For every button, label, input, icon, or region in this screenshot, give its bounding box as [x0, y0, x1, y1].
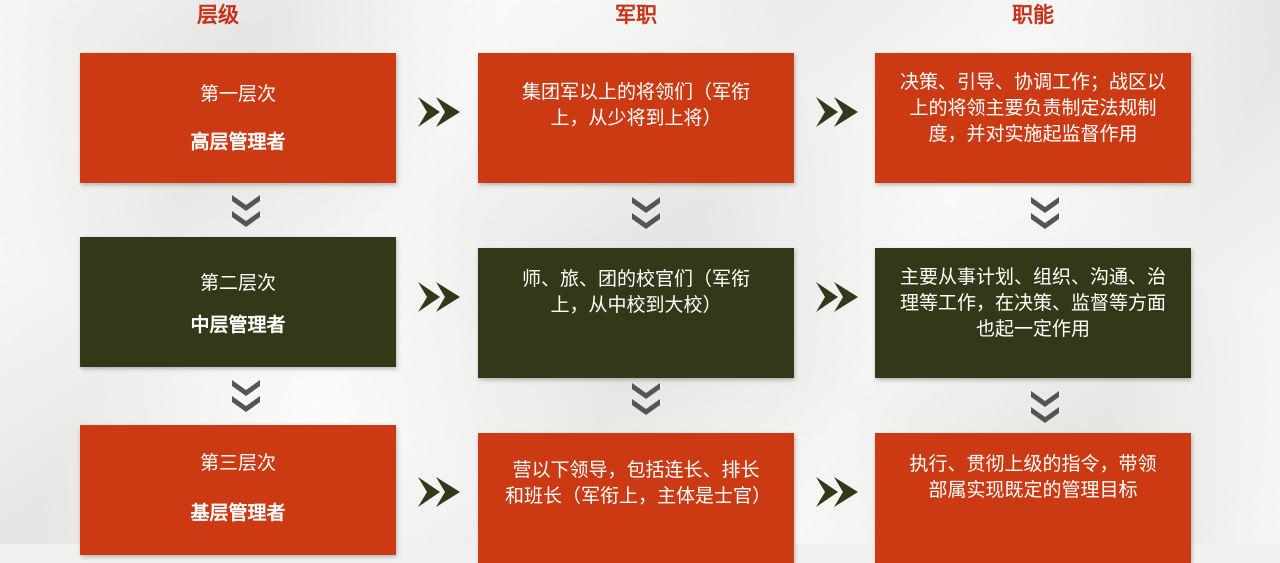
level-number: 第一层次 — [199, 83, 276, 105]
military-box-1: 集团军以上的将领们（军衔上，从少将到上将） — [478, 53, 794, 183]
level-box-3: 第三层次 基层管理者 — [80, 425, 396, 555]
double-chevron-down-icon — [632, 197, 660, 229]
double-chevron-right-icon — [816, 282, 858, 312]
double-chevron-down-icon — [1031, 197, 1059, 229]
military-box-3: 营以下领导，包括连长、排长和班长（军衔上，主体是士官） — [478, 433, 794, 563]
function-box-1: 决策、引导、协调工作；战区以上的将领主要负责制定法规制度，并对实施起监督作用 — [875, 53, 1191, 183]
double-chevron-right-icon — [816, 477, 858, 507]
function-box-2: 主要从事计划、组织、沟通、治理等工作，在决策、监督等方面也起一定作用 — [875, 248, 1191, 378]
double-chevron-right-icon — [418, 97, 460, 127]
function-text: 执行、贯彻上级的指令，带领部属实现既定的管理目标 — [909, 453, 1157, 501]
level-name: 高层管理者 — [190, 131, 286, 153]
double-chevron-down-icon — [1031, 391, 1059, 423]
double-chevron-right-icon — [418, 477, 460, 507]
level-box-2: 第二层次 中层管理者 — [80, 237, 396, 367]
double-chevron-down-icon — [632, 383, 660, 415]
function-text: 主要从事计划、组织、沟通、治理等工作，在决策、监督等方面也起一定作用 — [899, 266, 1166, 340]
header-military: 军职 — [615, 3, 657, 27]
function-box-3: 执行、贯彻上级的指令，带领部属实现既定的管理目标 — [875, 433, 1191, 563]
level-number: 第三层次 — [199, 452, 276, 474]
military-text: 师、旅、团的校官们（军衔上，从中校到大校） — [521, 268, 750, 316]
double-chevron-down-icon — [232, 380, 260, 412]
military-box-2: 师、旅、团的校官们（军衔上，从中校到大校） — [478, 248, 794, 378]
military-text: 集团军以上的将领们（军衔上，从少将到上将） — [521, 81, 750, 129]
header-level: 层级 — [197, 3, 239, 27]
double-chevron-right-icon — [816, 97, 858, 127]
level-name: 中层管理者 — [190, 314, 286, 336]
double-chevron-down-icon — [232, 195, 260, 227]
header-function: 职能 — [1012, 3, 1054, 27]
level-name: 基层管理者 — [190, 502, 286, 524]
level-number: 第二层次 — [199, 272, 276, 294]
military-text: 营以下领导，包括连长、排长和班长（军衔上，主体是士官） — [505, 459, 772, 507]
level-box-1: 第一层次 高层管理者 — [80, 53, 396, 183]
double-chevron-right-icon — [418, 282, 460, 312]
function-text: 决策、引导、协调工作；战区以上的将领主要负责制定法规制度，并对实施起监督作用 — [899, 71, 1166, 145]
